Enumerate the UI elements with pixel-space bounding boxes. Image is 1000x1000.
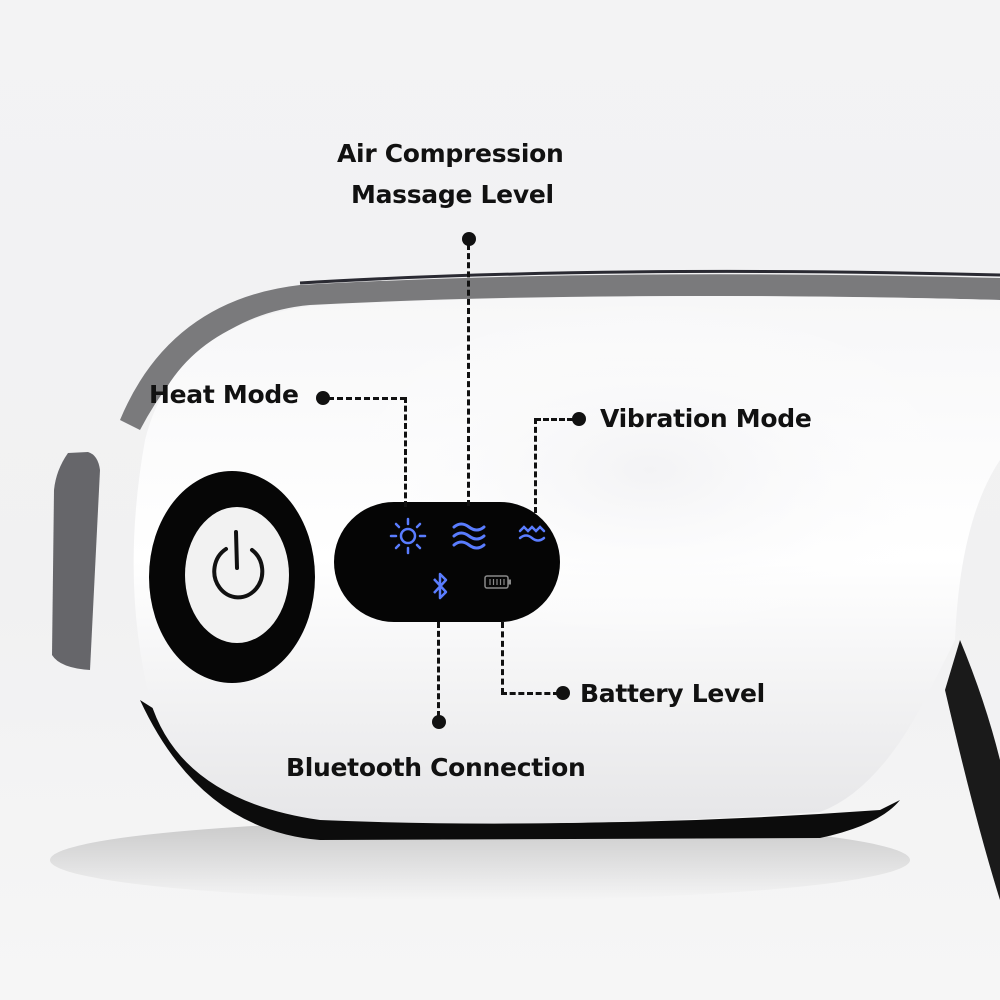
leader-air bbox=[467, 244, 470, 506]
leader-battery-h bbox=[501, 692, 559, 695]
power-button[interactable] bbox=[149, 471, 315, 683]
label-vibration-mode: Vibration Mode bbox=[600, 404, 812, 433]
annotation-dot-vibration bbox=[572, 412, 586, 426]
leader-vibration-v bbox=[534, 418, 537, 513]
label-air-compression-line1: Air Compression bbox=[337, 139, 564, 168]
leader-heat-h bbox=[328, 397, 406, 400]
waves-icon bbox=[452, 522, 486, 550]
sun-icon bbox=[389, 517, 427, 555]
leader-battery-v bbox=[501, 622, 504, 694]
annotation-dot-air bbox=[462, 232, 476, 246]
power-icon bbox=[212, 530, 265, 600]
label-bluetooth-connection: Bluetooth Connection bbox=[286, 753, 586, 782]
battery-icon bbox=[484, 575, 511, 589]
leader-bluetooth bbox=[437, 622, 440, 717]
label-air-compression-line2: Massage Level bbox=[351, 180, 554, 209]
annotation-dot-heat bbox=[316, 391, 330, 405]
label-battery-level: Battery Level bbox=[580, 679, 765, 708]
leader-heat-v bbox=[404, 397, 407, 507]
bluetooth-icon bbox=[433, 572, 448, 600]
annotation-dot-battery bbox=[556, 686, 570, 700]
annotation-dot-bluetooth bbox=[432, 715, 446, 729]
leader-vibration-h bbox=[535, 418, 573, 421]
indicator-panel bbox=[334, 502, 560, 622]
vibration-waves-icon bbox=[518, 525, 546, 542]
label-heat-mode: Heat Mode bbox=[149, 380, 299, 409]
